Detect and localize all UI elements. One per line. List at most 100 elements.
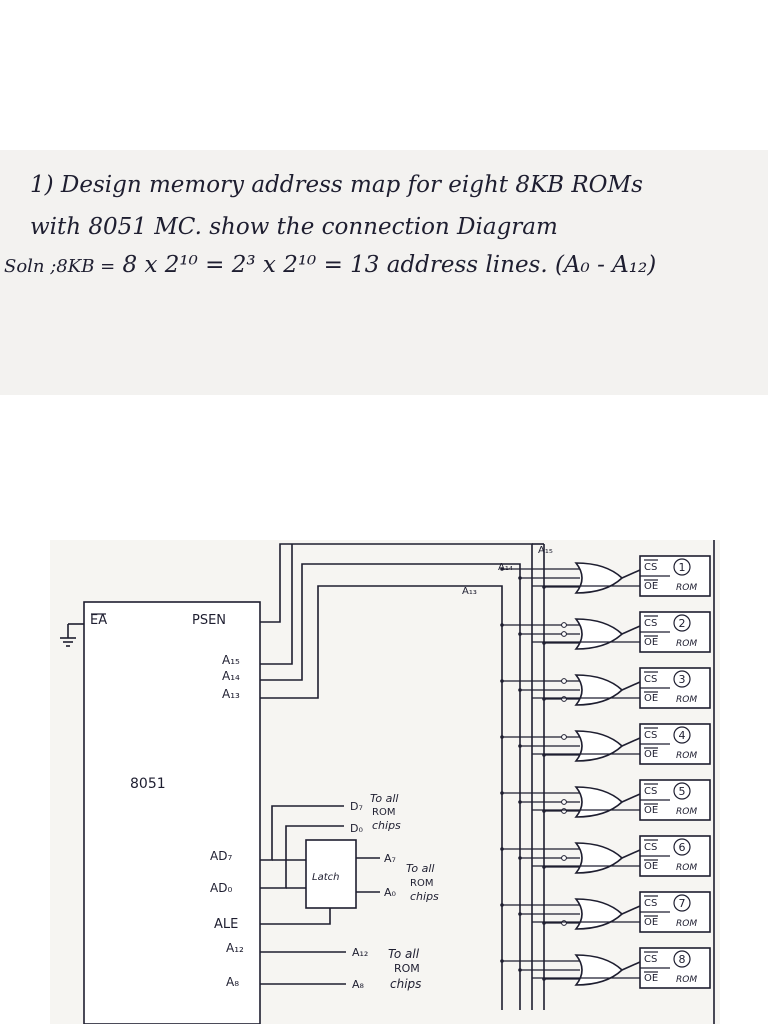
rom-number-label: 5 (679, 785, 686, 798)
psen-pin-label: PSEN (192, 613, 226, 628)
bus-junction-dot (518, 856, 522, 860)
oe-pin-label: OE (644, 917, 658, 928)
decoder-gates: CSOE1ROMCSOE2ROMCSOE3ROMCSOE4ROMCSOE5ROM… (500, 555, 711, 989)
rom-number-circle (673, 950, 691, 968)
data-note-line-3: chips (372, 819, 401, 832)
latch-label: Latch (312, 872, 339, 883)
a8-pin-label: A₈ (226, 975, 239, 989)
cs-wire (621, 849, 641, 859)
high-a12-label: A₁₂ (352, 946, 368, 959)
connection-diagram: CSOE1ROMCSOE2ROMCSOE3ROMCSOE4ROMCSOE5ROM… (60, 540, 715, 1024)
rom-number-circle (673, 670, 691, 688)
inverter-bubble (561, 696, 567, 702)
cs-wire (621, 625, 641, 635)
cs-wire (621, 905, 641, 915)
bus-junction-dot (500, 847, 504, 851)
bus-junction-dot (518, 800, 522, 804)
high-note-line-3: chips (390, 977, 421, 991)
oe-pin-label: OE (644, 861, 658, 872)
cs-wire (621, 681, 641, 691)
rom-label: ROM (676, 583, 697, 593)
inverter-bubble (561, 734, 567, 740)
a15-pin-label: A₁₅ (222, 653, 240, 667)
rom-number-circle (673, 838, 691, 856)
oe-pin-label: OE (644, 637, 658, 648)
bus-a14-label: A₁₄ (498, 562, 513, 573)
latch-block (305, 839, 357, 909)
latch-note-line-3: chips (410, 890, 439, 903)
data-note-line-1: To all (370, 792, 398, 805)
a14-pin-label: A₁₄ (222, 669, 240, 683)
rom-number-circle (673, 614, 691, 632)
or-gate (574, 954, 624, 986)
rom-label: ROM (676, 975, 697, 985)
bus-junction-dot (500, 959, 504, 963)
bus-junction-dot (518, 632, 522, 636)
a12-pin-label: A₁₂ (226, 941, 244, 955)
cs-wire (621, 961, 641, 971)
bus-a13-label: A₁₃ (462, 586, 477, 597)
mcu-8051-block (83, 601, 261, 1024)
inverter-bubble (561, 920, 567, 926)
or-gate (574, 674, 624, 706)
cs-wire (621, 737, 641, 747)
oe-pin-label: OE (644, 805, 658, 816)
high-a8-label: A₈ (352, 978, 365, 991)
bus-junction-dot (518, 688, 522, 692)
mcu-label: 8051 (130, 776, 166, 792)
inverter-bubble (561, 622, 567, 628)
or-gate (574, 786, 624, 818)
rom-label: ROM (676, 751, 697, 761)
question-line-1: 1) Design memory address map for eight 8… (30, 172, 643, 198)
oe-pin-label: OE (644, 973, 658, 984)
inverter-bubble (561, 799, 567, 805)
rom-label: ROM (676, 919, 697, 929)
ea-pin-label: EA (90, 613, 107, 628)
cs-pin-label: CS (644, 842, 657, 853)
d7-label: D₇ (350, 800, 363, 813)
bus-junction-dot (500, 903, 504, 907)
oe-pin-label: OE (644, 693, 658, 704)
oe-pin-label: OE (644, 749, 658, 760)
cs-pin-label: CS (644, 618, 657, 629)
or-gate (574, 618, 624, 650)
cs-wire (621, 793, 641, 803)
data-note-line-2: ROM (372, 807, 395, 818)
or-gate (574, 898, 624, 930)
ad0-pin-label: AD₀ (210, 881, 232, 895)
diagram-static-wiring (60, 540, 715, 1024)
notebook-photo-top (0, 150, 768, 395)
cs-pin-label: CS (644, 562, 657, 573)
cs-pin-label: CS (644, 786, 657, 797)
solution-calculation: 8 x 2¹⁰ = 2³ x 2¹⁰ = 13 address lines. (… (122, 252, 657, 278)
bus-junction-dot (500, 679, 504, 683)
rom-label: ROM (676, 863, 697, 873)
bus-junction-dot (518, 912, 522, 916)
rom-number-circle (673, 726, 691, 744)
cs-pin-label: CS (644, 730, 657, 741)
question-line-2: with 8051 MC. show the connection Diagra… (30, 214, 558, 240)
inverter-bubble (561, 631, 567, 637)
cs-wire (621, 569, 641, 579)
bus-junction-dot (500, 623, 504, 627)
latch-note-line-1: To all (406, 862, 434, 875)
oe-pin-label: OE (644, 581, 658, 592)
ale-pin-label: ALE (214, 917, 238, 932)
bus-junction-dot (518, 576, 522, 580)
inverter-bubble (561, 678, 567, 684)
or-gate (574, 842, 624, 874)
or-gate (574, 562, 624, 594)
solution-line: Soln ;8KB = 8 x 2¹⁰ = 2³ x 2¹⁰ = 13 addr… (4, 252, 656, 278)
rom-number-label: 1 (679, 561, 686, 574)
a13-pin-label: A₁₃ (222, 687, 240, 701)
cs-pin-label: CS (644, 898, 657, 909)
latch-note-line-2: ROM (410, 878, 433, 889)
rom-number-label: 4 (679, 729, 686, 742)
rom-label: ROM (676, 639, 697, 649)
rom-number-label: 7 (679, 897, 686, 910)
bus-junction-dot (518, 968, 522, 972)
rom-number-label: 8 (679, 953, 686, 966)
rom-number-label: 3 (679, 673, 686, 686)
